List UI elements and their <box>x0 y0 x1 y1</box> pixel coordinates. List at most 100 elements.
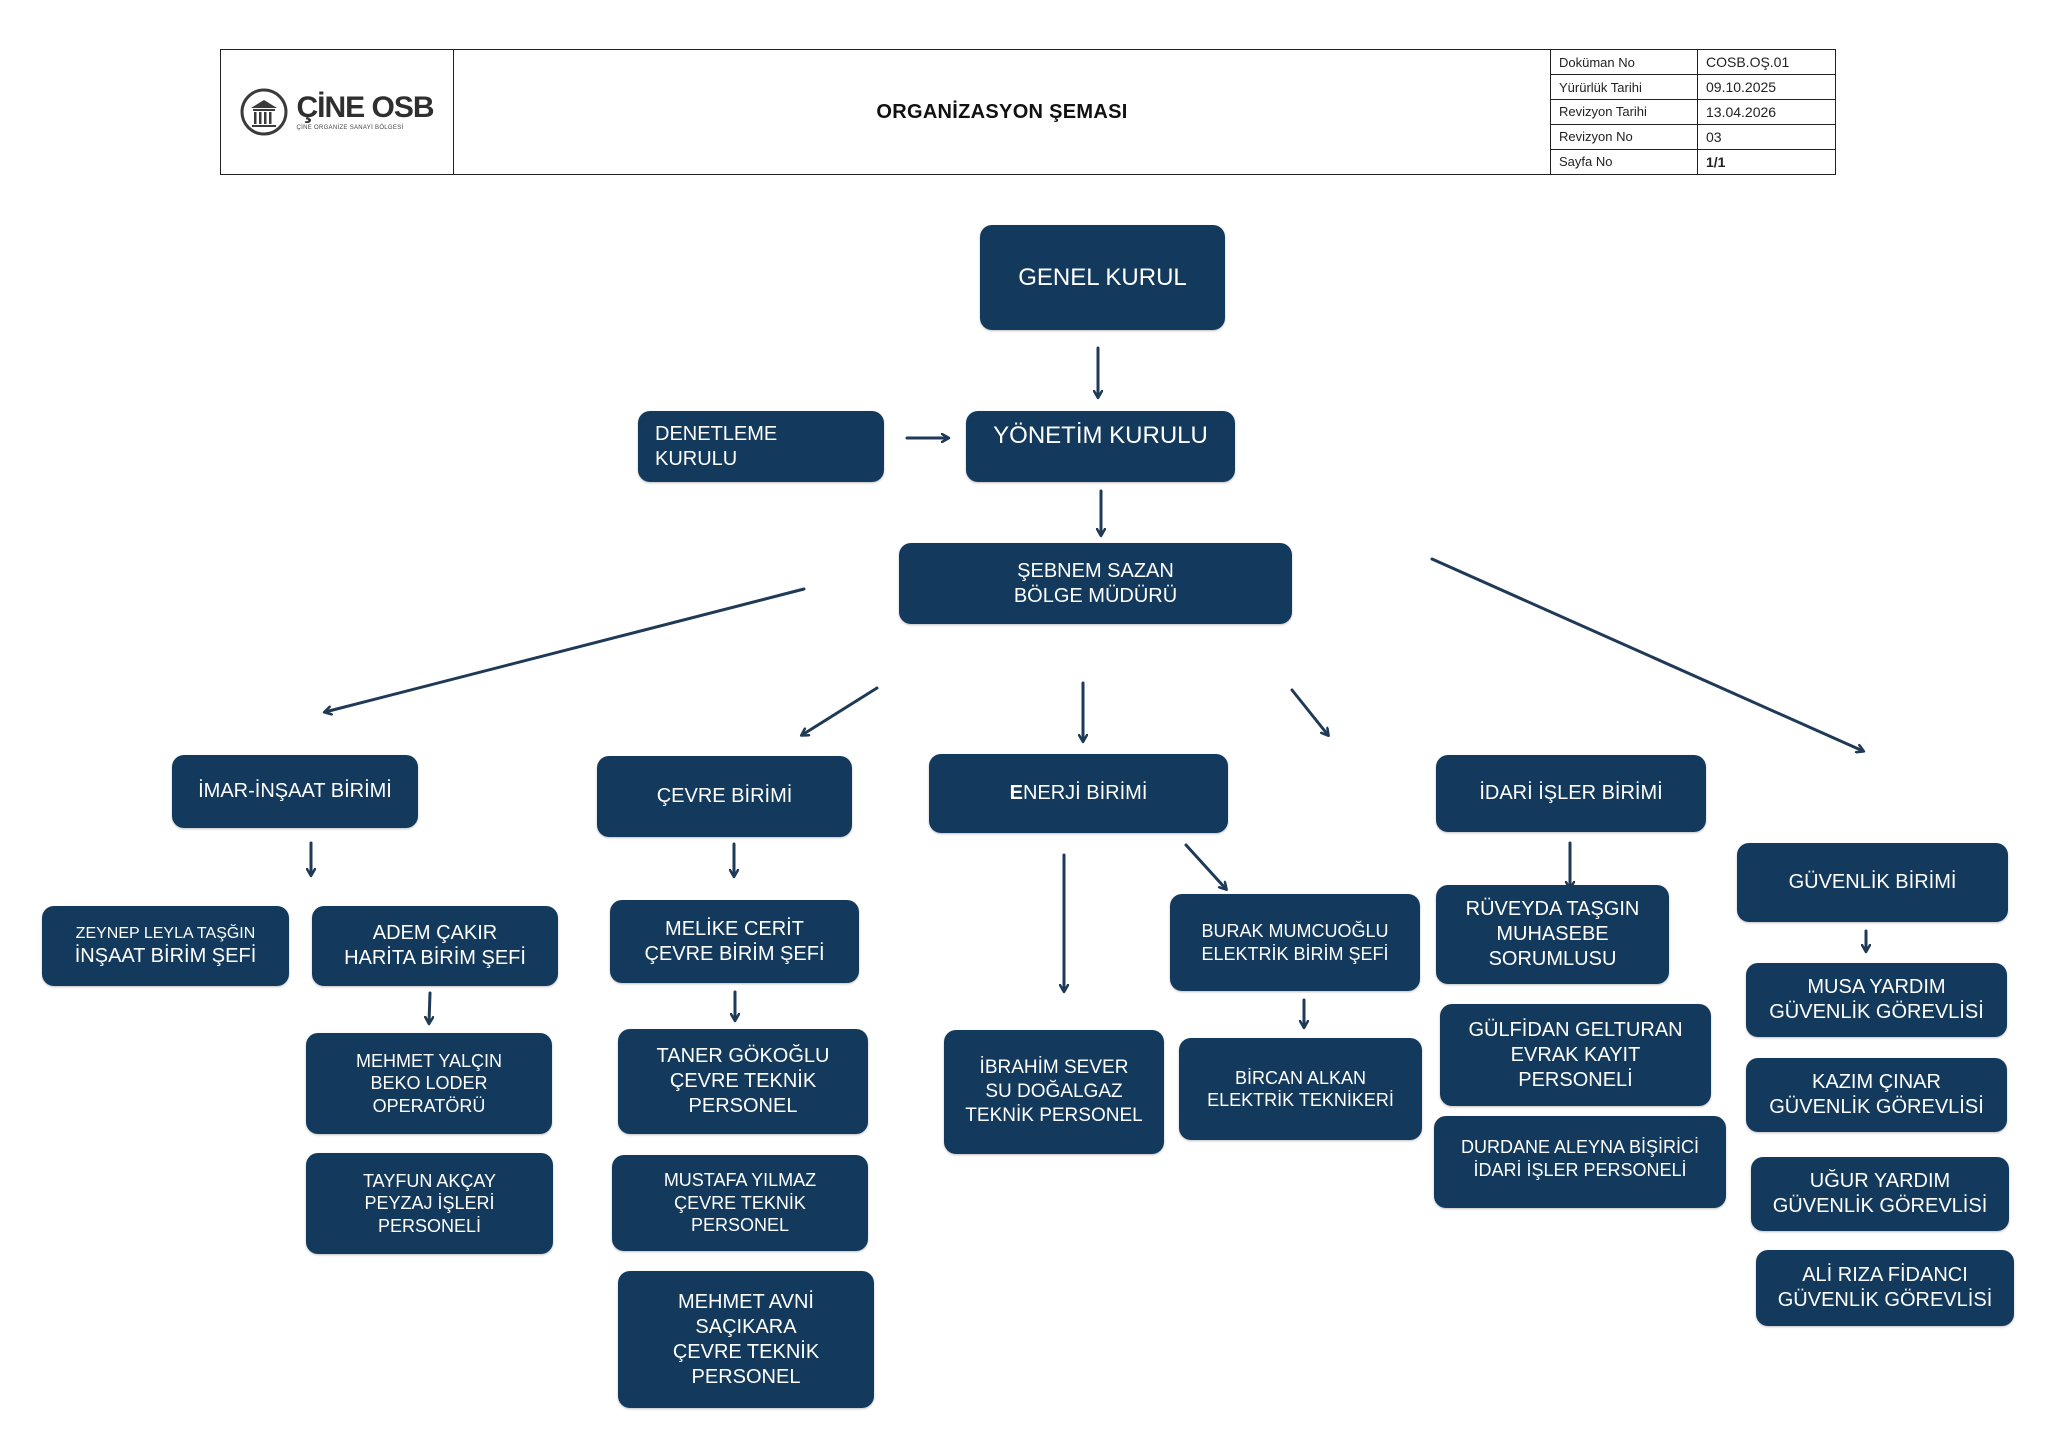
staff-title: OPERATÖRÜ <box>372 1095 486 1116</box>
imar-insaat-birimi-box: İMAR-İNŞAAT BİRİMİ <box>172 755 418 828</box>
staff-ali-box: ALİ RIZA FİDANCI GÜVENLİK GÖREVLİSİ <box>1756 1250 2014 1326</box>
meta-value: 1/1 <box>1706 153 1726 170</box>
staff-title: ÇEVRE TEKNİK <box>674 1192 806 1213</box>
meta-value: 09.10.2025 <box>1697 74 1835 101</box>
arrow-mudur-to-cevre <box>802 686 879 735</box>
document-meta-table: Doküman No COSB.OŞ.01 Yürürlük Tarihi 09… <box>1550 50 1835 174</box>
staff-title: GÜVENLİK GÖREVLİSİ <box>1777 1289 1993 1311</box>
staff-title: PERSONELİ <box>377 1215 482 1236</box>
staff-title: SU DOĞALGAZ <box>985 1081 1123 1103</box>
meta-row: Sayfa No 1/1 <box>1550 149 1836 174</box>
yonetim-kurulu-box: YÖNETİM KURULU <box>966 411 1235 482</box>
staff-title: GÜVENLİK GÖREVLİSİ <box>1772 1195 1988 1217</box>
arrow-adem-to-mehmet <box>429 991 430 1023</box>
staff-name: MEHMET YALÇIN <box>355 1050 503 1071</box>
staff-title: PERSONEL <box>691 1365 801 1388</box>
staff-name: UĞUR YARDIM <box>1809 1170 1951 1192</box>
staff-melike-box: MELİKE CERİT ÇEVRE BİRİM ŞEFİ <box>610 900 859 983</box>
osb-emblem-icon <box>240 88 288 136</box>
staff-name: MELİKE CERİT <box>665 917 804 940</box>
staff-title: PERSONEL <box>690 1215 790 1236</box>
staff-title: HARİTA BİRİM ŞEFİ <box>344 947 526 969</box>
staff-durdane-box: DURDANE ALEYNA BİŞİRİCİ İDARİ İŞLER PERS… <box>1434 1116 1726 1208</box>
staff-title: PERSONEL <box>688 1095 798 1117</box>
staff-title: ELEKTRİK TEKNİKERİ <box>1207 1090 1394 1110</box>
staff-title: GÜVENLİK GÖREVLİSİ <box>1769 1096 1984 1118</box>
staff-title: ELEKTRİK BİRİM ŞEFİ <box>1201 943 1389 964</box>
staff-title: BEKO LODER <box>370 1073 488 1094</box>
staff-name: MUSA YARDIM <box>1807 976 1946 998</box>
genel-kurul-box: GENEL KURUL <box>980 225 1225 330</box>
staff-name: RÜVEYDA TAŞGIN <box>1465 898 1640 920</box>
meta-key: Yürürlük Tarihi <box>1550 74 1698 101</box>
box-label: BÖLGE MÜDÜRÜ <box>1013 584 1178 607</box>
label-initial: E <box>1009 782 1023 804</box>
staff-mehmet-avni-box: MEHMET AVNİ SAÇIKARA ÇEVRE TEKNİK PERSON… <box>618 1271 874 1408</box>
meta-key: Doküman No <box>1550 50 1698 76</box>
staff-tayfun-box: TAYFUN AKÇAY PEYZAJ İŞLERİ PERSONELİ <box>306 1153 553 1254</box>
logo: ÇİNE OSB ÇİNE ORGANİZE SANAYİ BÖLGESİ <box>221 50 454 174</box>
staff-name: MUSTAFA YILMAZ <box>663 1170 817 1191</box>
staff-burak-box: BURAK MUMCUOĞLU ELEKTRİK BİRİM ŞEFİ <box>1170 894 1420 991</box>
arrow-mudur-to-guvenlik <box>1430 557 1863 751</box>
box-label: ENERJİ BİRİMİ <box>1010 781 1148 806</box>
document-title: ORGANİZASYON ŞEMASI <box>876 100 1128 123</box>
staff-ugur-box: UĞUR YARDIM GÜVENLİK GÖREVLİSİ <box>1751 1157 2009 1231</box>
staff-name: TANER GÖKOĞLU <box>656 1045 830 1067</box>
box-label: GÜVENLİK BİRİMİ <box>1788 871 1957 893</box>
box-label: YÖNETİM KURULU <box>993 422 1208 449</box>
staff-title: ÇEVRE TEKNİK <box>672 1340 820 1363</box>
logo-subtitle: ÇİNE ORGANİZE SANAYİ BÖLGESİ <box>296 125 404 131</box>
box-label: ŞEBNEM SAZAN <box>1017 559 1174 582</box>
meta-row: Yürürlük Tarihi 09.10.2025 <box>1550 74 1835 101</box>
staff-kazim-box: KAZIM ÇINAR GÜVENLİK GÖREVLİSİ <box>1746 1058 2007 1132</box>
staff-name: BURAK MUMCUOĞLU <box>1201 921 1389 941</box>
meta-value: 13.04.2026 <box>1697 99 1835 125</box>
meta-value: COSB.OŞ.01 <box>1697 50 1835 76</box>
staff-name: KAZIM ÇINAR <box>1812 1071 1941 1093</box>
staff-name: ADEM ÇAKIR <box>372 922 498 944</box>
staff-name: DURDANE ALEYNA BİŞİRİCİ <box>1460 1137 1700 1157</box>
box-label: ÇEVRE BİRİMİ <box>656 785 793 807</box>
document-header: ÇİNE OSB ÇİNE ORGANİZE SANAYİ BÖLGESİ OR… <box>220 49 1836 175</box>
meta-row: Doküman No COSB.OŞ.01 <box>1550 50 1835 76</box>
staff-title: İNŞAAT BİRİM ŞEFİ <box>74 944 257 967</box>
box-label: GENEL KURUL <box>1018 263 1187 291</box>
idari-isler-birimi-box: İDARİ İŞLER BİRİMİ <box>1436 755 1706 832</box>
staff-ruveyda-box: RÜVEYDA TAŞGIN MUHASEBE SORUMLUSU <box>1436 885 1669 984</box>
bolge-muduru-box: ŞEBNEM SAZAN BÖLGE MÜDÜRÜ <box>899 543 1292 624</box>
arrow-mudur-to-idari <box>1290 688 1328 735</box>
staff-bircan-box: BİRCAN ALKAN ELEKTRİK TEKNİKERİ <box>1179 1038 1422 1140</box>
staff-name: TAYFUN AKÇAY <box>362 1170 497 1191</box>
meta-key: Sayfa No <box>1550 149 1698 174</box>
box-label: İDARİ İŞLER BİRİMİ <box>1479 782 1663 804</box>
staff-title: İDARİ İŞLER PERSONELİ <box>1473 1159 1687 1180</box>
staff-name: İBRAHİM SEVER <box>979 1057 1129 1079</box>
staff-title: TEKNİK PERSONEL <box>965 1104 1143 1126</box>
arrow-enerji-to-burak <box>1184 843 1226 889</box>
meta-value: 03 <box>1697 124 1835 150</box>
staff-musa-box: MUSA YARDIM GÜVENLİK GÖREVLİSİ <box>1746 963 2007 1037</box>
staff-title: ÇEVRE TEKNİK <box>669 1070 817 1092</box>
meta-row: Revizyon No 03 <box>1550 124 1835 150</box>
staff-title: PEYZAJ İŞLERİ <box>364 1193 495 1214</box>
guvenlik-birimi-box: GÜVENLİK BİRİMİ <box>1737 843 2008 922</box>
staff-title: GÜVENLİK GÖREVLİSİ <box>1769 1001 1984 1023</box>
logo-name: ÇİNE OSB <box>296 91 434 124</box>
staff-title: EVRAK KAYIT <box>1510 1043 1641 1066</box>
staff-gulfidan-box: GÜLFİDAN GELTURAN EVRAK KAYIT PERSONELİ <box>1440 1004 1711 1106</box>
staff-mustafa-box: MUSTAFA YILMAZ ÇEVRE TEKNİK PERSONEL <box>612 1155 868 1251</box>
box-label: KURULU <box>655 447 738 470</box>
staff-title: PERSONELİ <box>1518 1068 1633 1091</box>
denetleme-kurulu-box: DENETLEME KURULU <box>638 411 884 482</box>
meta-key: Revizyon Tarihi <box>1550 99 1698 125</box>
staff-name: GÜLFİDAN GELTURAN <box>1468 1018 1683 1041</box>
label-rest: NERJİ BİRİMİ <box>1022 782 1148 804</box>
meta-row: Revizyon Tarihi 13.04.2026 <box>1550 99 1835 125</box>
staff-name: SAÇIKARA <box>695 1315 797 1338</box>
arrow-mudur-to-imar <box>325 587 806 712</box>
staff-zeynep-box: ZEYNEP LEYLA TAŞĞIN İNŞAAT BİRİM ŞEFİ <box>42 906 289 986</box>
staff-name: BİRCAN ALKAN <box>1234 1067 1367 1088</box>
staff-title: ÇEVRE BİRİM ŞEFİ <box>644 942 825 965</box>
